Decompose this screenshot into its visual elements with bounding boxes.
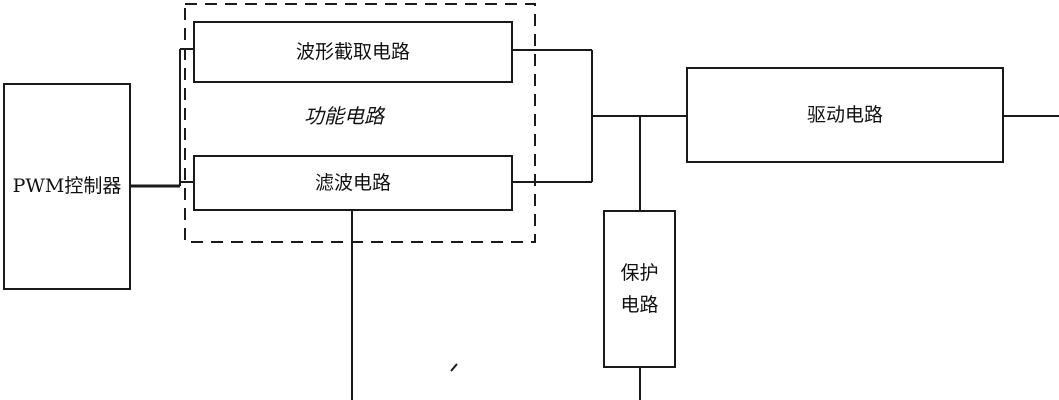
function-group-boundary [184, 3, 536, 243]
protection-circuit-label: 保护电路 [620, 261, 659, 316]
waveform-capture-label: 波形截取电路 [295, 40, 410, 63]
filter-circuit-label: 滤波电路 [314, 171, 391, 194]
waveform-capture-block: 波形截取电路 [193, 21, 513, 83]
driver-circuit-label: 驱动电路 [806, 103, 883, 126]
stray-mark [450, 363, 458, 372]
protection-circuit-block: 保护电路 [603, 210, 676, 368]
pwm-controller-block: PWM控制器 [3, 83, 131, 290]
pwm-controller-label: PWM控制器 [12, 175, 122, 198]
function-group-label: 功能电路 [304, 104, 384, 128]
driver-circuit-block: 驱动电路 [686, 67, 1004, 163]
filter-circuit-block: 滤波电路 [193, 155, 513, 211]
